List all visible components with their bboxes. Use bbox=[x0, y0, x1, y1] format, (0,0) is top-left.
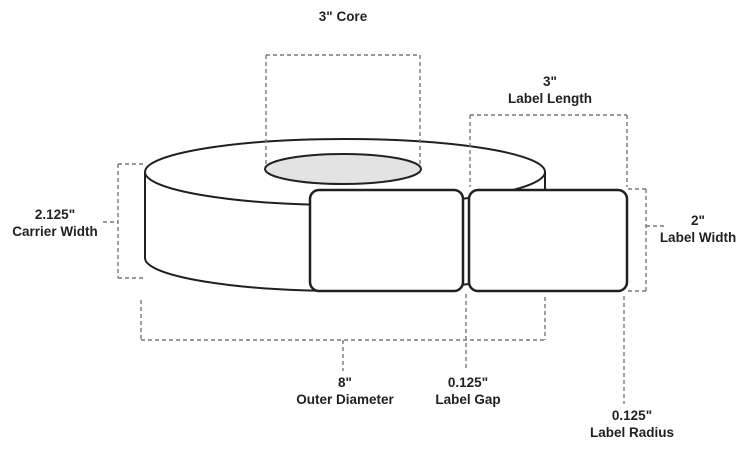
label-length-dimension-label: 3" Label Length bbox=[478, 73, 622, 107]
dimension-name: Label Radius bbox=[589, 425, 675, 440]
roll-core-ellipse bbox=[264, 153, 422, 185]
dimension-name: Label Width bbox=[659, 230, 737, 245]
dimension-name: Carrier Width bbox=[12, 224, 98, 239]
label-width-dimension-label: 2" Label Width bbox=[650, 212, 746, 246]
dimension-value: 0.125" bbox=[447, 375, 489, 390]
dimension-value: 2.125" bbox=[34, 207, 76, 222]
core-dimension-label: 3" Core bbox=[270, 8, 416, 25]
dimension-name: Outer Diameter bbox=[296, 392, 394, 407]
label-2 bbox=[467, 188, 629, 293]
dimension-value: 3" bbox=[543, 74, 557, 89]
dimension-value: 8" bbox=[338, 375, 352, 390]
dimension-value: 3" Core bbox=[318, 9, 368, 24]
dimension-value: 0.125" bbox=[611, 408, 653, 423]
label-1 bbox=[308, 188, 465, 293]
dimension-name: Label Gap bbox=[435, 392, 501, 407]
dimension-name: Label Length bbox=[508, 91, 592, 106]
outer-diameter-dimension-lines bbox=[140, 297, 546, 371]
label-width-dimension-lines bbox=[628, 188, 665, 292]
outer-diameter-dimension-label: 8" Outer Diameter bbox=[273, 374, 417, 408]
label-gap-dimension-label: 0.125" Label Gap bbox=[408, 374, 528, 408]
core-dimension-lines bbox=[265, 54, 421, 166]
carrier-width-dimension-label: 2.125" Carrier Width bbox=[0, 206, 110, 240]
dimension-value: 2" bbox=[691, 213, 705, 228]
label-radius-dimension-label: 0.125" Label Radius bbox=[568, 407, 696, 441]
label-length-dimension-lines bbox=[469, 114, 628, 187]
carrier-width-dimension-lines bbox=[103, 163, 146, 279]
